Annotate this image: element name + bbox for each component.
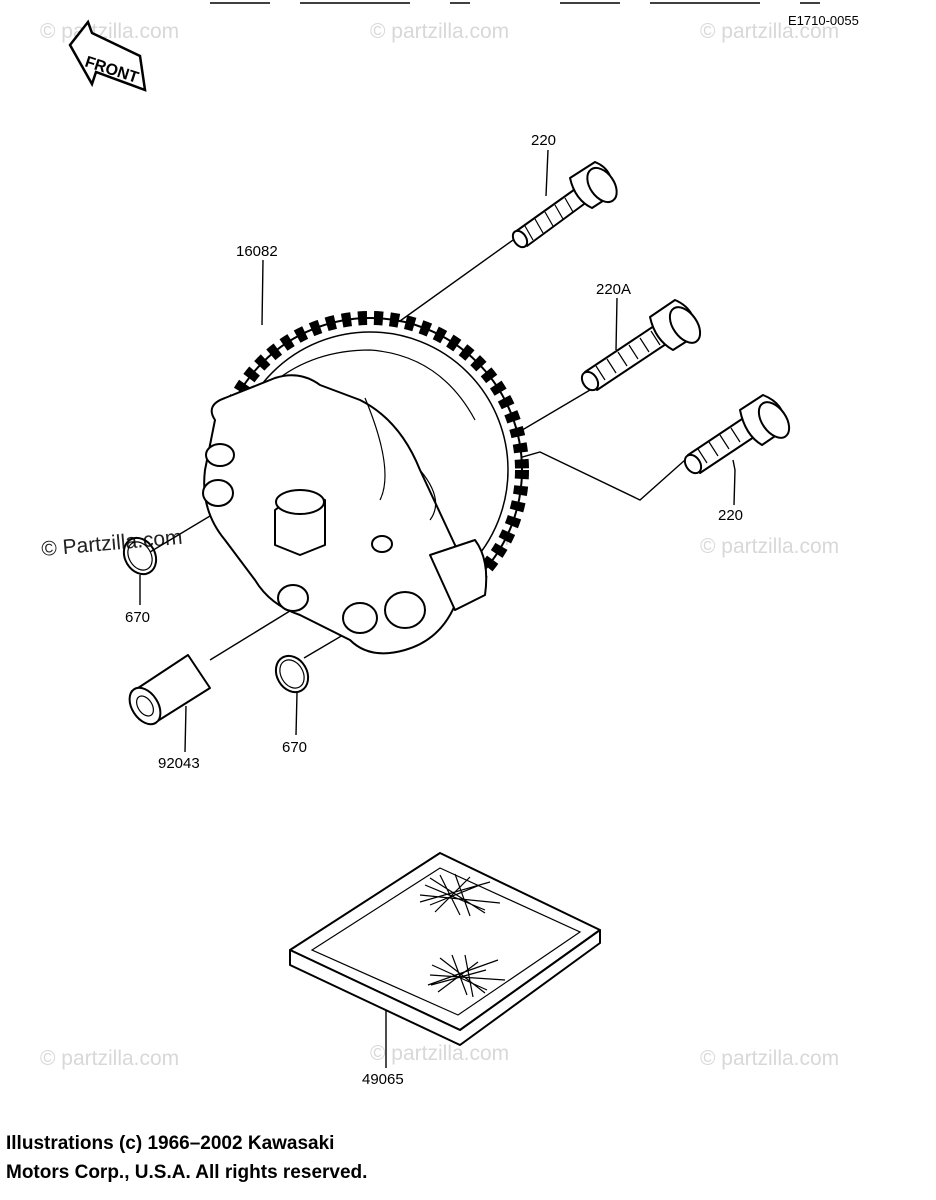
oring-670-right (274, 654, 310, 694)
diagram-code: E1710-0055 (788, 13, 859, 28)
label-oring-670-left: 670 (125, 609, 150, 626)
watermark: © partzilla.com (370, 1042, 509, 1065)
bolt-220a (580, 299, 702, 392)
dowel-pin (128, 654, 211, 726)
part-labels: 220 16082 220A 220 670 670 92043 49065 (125, 132, 743, 1088)
watermark: © partzilla.com (700, 535, 839, 558)
watermark: © partzilla.com (40, 1047, 179, 1070)
bolt-220-low (683, 394, 791, 475)
watermark-dark: © Partzilla.com (40, 526, 183, 561)
label-bolt-220-low: 220 (718, 507, 743, 524)
copyright-line-2: Motors Corp., U.S.A. All rights reserved… (6, 1162, 368, 1183)
leader-lines (139, 149, 736, 1068)
front-arrow-icon: FRONT (68, 19, 147, 92)
label-dowel-92043: 92043 (158, 755, 200, 772)
oring-670-left (122, 536, 158, 576)
label-oring-670-right: 670 (282, 739, 307, 756)
watermark: © partzilla.com (40, 20, 179, 43)
watermark: © partzilla.com (700, 1047, 839, 1070)
watermark: © partzilla.com (370, 20, 509, 43)
watermark: © partzilla.com (700, 20, 839, 43)
label-bolt-220-top: 220 (531, 132, 556, 149)
label-bolt-220a: 220A (596, 281, 631, 298)
bolt-220-top (511, 161, 618, 249)
label-screen-49065: 49065 (362, 1071, 404, 1088)
label-gear-16082: 16082 (236, 243, 278, 260)
oil-pump-assembly (202, 311, 529, 655)
oil-screen (289, 852, 601, 1046)
copyright-line-1: Illustrations (c) 1966–2002 Kawasaki (6, 1133, 335, 1154)
